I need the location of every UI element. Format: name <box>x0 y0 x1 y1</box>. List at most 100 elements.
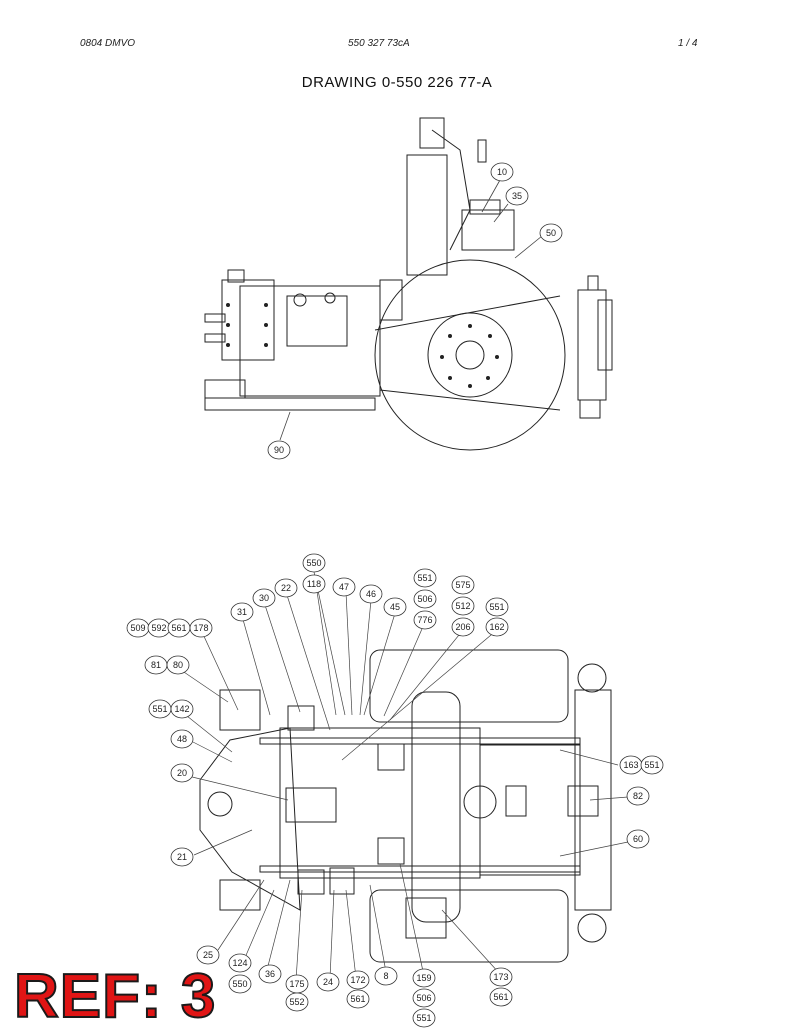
callout-label: 35 <box>512 191 522 201</box>
callout-label: 551 <box>152 704 167 714</box>
callout-label: 178 <box>193 623 208 633</box>
callout-label: 575 <box>455 580 470 590</box>
callout-bubble <box>412 1008 436 1028</box>
callout-bubble <box>170 847 194 867</box>
callout-bubble <box>170 763 194 783</box>
callout-bubble <box>626 786 650 806</box>
callout-bubble <box>346 989 370 1009</box>
callout-bubble <box>274 578 298 598</box>
doc-code: 0804 DMVO <box>80 38 136 49</box>
callout-label: 47 <box>339 582 349 592</box>
callout-label: 142 <box>174 704 189 714</box>
drawing-title: DRAWING 0-550 226 77-A <box>301 74 493 91</box>
callout-label: 506 <box>416 993 431 1003</box>
callout-bubble <box>383 597 407 617</box>
callout-label: 592 <box>151 623 166 633</box>
callout-label: 80 <box>173 660 183 670</box>
callout-label: 25 <box>203 950 213 960</box>
callout-label: 551 <box>644 760 659 770</box>
callout-label: 551 <box>417 573 432 583</box>
callout-label: 48 <box>177 734 187 744</box>
callout-bubble <box>196 945 220 965</box>
callout-bubble <box>640 755 664 775</box>
callout-bubble <box>267 440 291 460</box>
callout-bubble <box>346 970 370 990</box>
callout-bubble <box>490 162 514 182</box>
callout-bubble <box>412 988 436 1008</box>
callout-label: 36 <box>265 969 275 979</box>
callout-label: 124 <box>232 958 247 968</box>
callout-label: 8 <box>383 971 388 981</box>
callout-label: 550 <box>306 558 321 568</box>
callout-bubble <box>359 584 383 604</box>
callout-bubble <box>505 186 529 206</box>
callout-label: 162 <box>489 622 504 632</box>
side-view-bolts <box>226 303 499 388</box>
callout-label: 163 <box>623 760 638 770</box>
callout-bubble <box>316 972 340 992</box>
callout-label: 31 <box>237 607 247 617</box>
part-number: 550 327 73cA <box>348 38 410 49</box>
callout-label: 776 <box>417 615 432 625</box>
callout-bubble <box>413 610 437 630</box>
callout-label: 509 <box>130 623 145 633</box>
callout-label: 24 <box>323 977 333 987</box>
callout-label: 172 <box>350 975 365 985</box>
callout-bubble <box>413 589 437 609</box>
callout-bubble <box>285 992 309 1012</box>
callout-bubble <box>489 987 513 1007</box>
callout-label: 175 <box>289 979 304 989</box>
callout-label: 561 <box>350 994 365 1004</box>
callout-bubble <box>485 597 509 617</box>
callout-bubble <box>228 953 252 973</box>
callout-bubble <box>170 699 194 719</box>
callout-bubble <box>230 602 254 622</box>
callout-bubble <box>258 964 282 984</box>
callout-bubble <box>626 829 650 849</box>
callout-bubble <box>413 568 437 588</box>
callout-label: 81 <box>151 660 161 670</box>
callout-bubble <box>485 617 509 637</box>
callout-bubble <box>252 588 276 608</box>
callout-bubble <box>228 974 252 994</box>
callout-label: 206 <box>455 622 470 632</box>
callout-bubble <box>489 967 513 987</box>
callout-label: 21 <box>177 852 187 862</box>
callout-bubble <box>451 596 475 616</box>
callout-label: 551 <box>416 1013 431 1023</box>
top-view <box>199 649 612 963</box>
callout-label: 552 <box>289 997 304 1007</box>
callout-bubble <box>374 966 398 986</box>
callout-bubble <box>332 577 356 597</box>
callout-label: 82 <box>633 791 643 801</box>
callout-label: 159 <box>416 973 431 983</box>
callout-label: 551 <box>489 602 504 612</box>
callout-label: 90 <box>274 445 284 455</box>
page-indicator: 1 / 4 <box>678 38 698 49</box>
callout-bubble <box>302 574 326 594</box>
callout-bubble <box>170 729 194 749</box>
callout-bubble <box>412 968 436 988</box>
callout-bubble <box>189 618 213 638</box>
ref-stamp: REF: 3 <box>13 962 217 1031</box>
callout-label: 50 <box>546 228 556 238</box>
callout-bubble <box>166 655 190 675</box>
callout-label: 506 <box>417 594 432 604</box>
callout-bubble <box>539 223 563 243</box>
callout-label: 550 <box>232 979 247 989</box>
callout-bubble <box>451 617 475 637</box>
callout-label: 561 <box>171 623 186 633</box>
callout-label: 173 <box>493 972 508 982</box>
side-view <box>204 117 613 451</box>
top-view-leaders <box>177 571 629 981</box>
callout-label: 561 <box>493 992 508 1002</box>
callout-label: 46 <box>366 589 376 599</box>
callout-label: 20 <box>177 768 187 778</box>
callout-label: 10 <box>497 167 507 177</box>
callout-label: 512 <box>455 601 470 611</box>
callout-label: 22 <box>281 583 291 593</box>
side-view-leaders <box>279 179 543 441</box>
callout-label: 45 <box>390 602 400 612</box>
